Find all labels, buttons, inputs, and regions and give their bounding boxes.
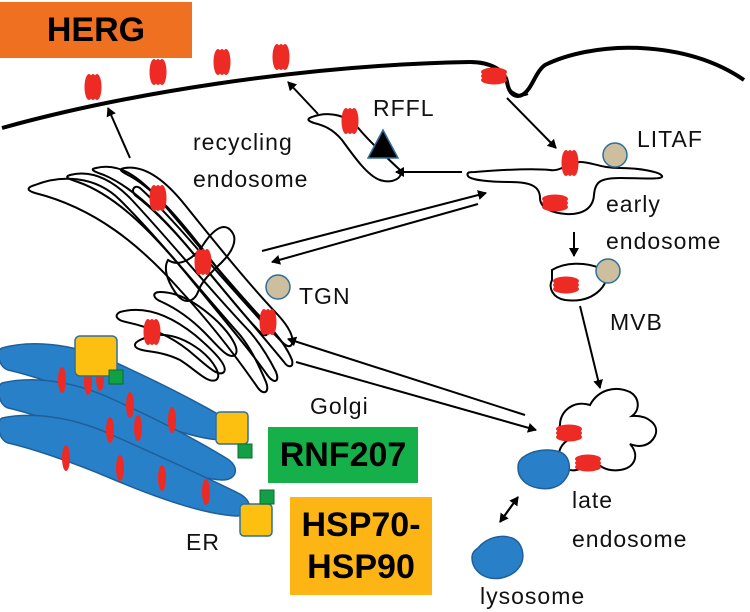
golgi-label: Golgi [310,393,369,419]
er-channel [62,445,70,471]
er-channel [158,465,166,491]
tgn-label: TGN [299,283,351,309]
early-label: early [606,191,661,217]
rffl-triangle-icon [366,128,400,159]
lysosome-label: lysosome [480,583,585,609]
hsp-label-line1: HSP70- [301,506,421,544]
ligase-small-square [237,443,253,459]
recycling-endosome [307,108,402,183]
trafficking-arrows [106,81,603,523]
er-herg-channels [58,365,210,505]
herg-title-box: HERG [0,2,192,58]
hsp-label-box: HSP70- HSP90 [290,497,432,595]
arrow-late-to-golgi [287,336,526,416]
golgi-herg-channels [143,185,277,345]
mvb-adaptor [595,258,621,284]
arrow-golgi-to-surface [106,107,131,159]
arrow-early-to-tgn [271,203,479,265]
ligase-small-square [259,489,275,505]
er-channel [116,455,124,481]
herg-title: HERG [46,10,146,49]
chaperone-square [239,503,273,537]
lysosome-blob [517,449,571,490]
rnf207-label-box: RNF207 [268,427,418,483]
tgn-adaptor [265,274,291,300]
er-channel [126,392,134,418]
er-channel [58,367,66,393]
mvb-label: MVB [610,309,663,335]
arrow-surface-to-early [506,97,557,149]
early-endosome [466,142,664,216]
hsp70-hsp90-complex [74,335,275,537]
chaperone-square [215,411,249,445]
late-label: late [572,487,613,513]
plasma-membrane [1,45,746,130]
litaf-label: LITAF [637,126,703,152]
recycling-endosome-label: endosome [193,166,308,192]
early-endosome-label: endosome [606,228,721,254]
ligase-small-square [108,369,124,385]
rnf207-label: RNF207 [279,435,407,474]
er-channel [202,479,210,505]
endocytic-pit [506,81,529,97]
lysosome-blob [471,535,524,580]
hsp-label-line2: HSP90 [307,548,415,586]
late-endosome [556,387,658,472]
multivesicular-body [549,258,621,302]
recycling-label: recycling [193,129,293,155]
er-label: ER [186,529,220,555]
arrow-mvb-to-late [579,305,603,389]
arrow-tgn-to-early [261,190,487,252]
chaperone-square [74,335,118,377]
litaf-adaptor [602,142,628,168]
er-channel [106,417,114,443]
late-endosome-label: endosome [572,526,687,552]
er-channel [134,415,142,441]
arrow-lysosome-late-b [499,496,519,523]
er-channel [168,407,176,433]
arrow-golgi-to-late [295,361,537,433]
rffl-label: RFFL [373,95,435,121]
arrow-recycling-to-surface [287,81,319,115]
